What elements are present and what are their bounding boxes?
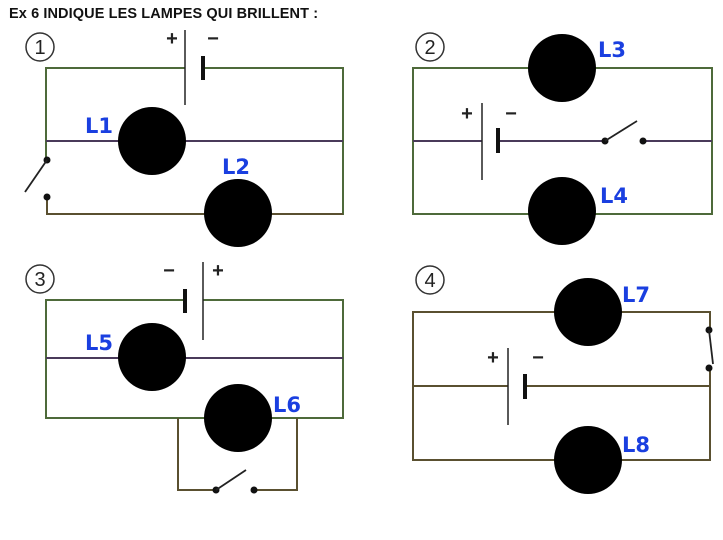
svg-text:2: 2: [424, 37, 435, 59]
circuit-4: 4 L7 + − L8: [412, 265, 714, 494]
svg-text:+: +: [461, 103, 473, 125]
switch-open: [212, 469, 258, 494]
svg-text:−: −: [505, 103, 517, 125]
lamp-label: L2: [222, 155, 250, 179]
lamp-label: L1: [85, 114, 113, 138]
lamp-L6: [204, 384, 272, 452]
circuit-2: 2 L3 + − L4: [412, 32, 713, 245]
lamp-label: L8: [622, 433, 650, 457]
svg-text:+: +: [212, 260, 224, 282]
circuit-number-1: 1: [25, 32, 55, 62]
lamp-L3: [528, 34, 596, 102]
circuit-3: 3 − + L5 L6: [25, 260, 344, 494]
switch-open: [601, 120, 647, 145]
lamp-label: L7: [622, 283, 650, 307]
exercise-title: Ex 6 INDIQUE LES LAMPES QUI BRILLENT :: [9, 6, 319, 22]
circuit-1: 1 + − L1 L2: [24, 28, 344, 247]
svg-text:−: −: [532, 347, 544, 369]
lamp-L4: [528, 177, 596, 245]
lamp-L5: [118, 323, 186, 391]
svg-text:−: −: [163, 260, 175, 282]
svg-text:+: +: [166, 28, 178, 50]
lamp-label: L3: [598, 38, 626, 62]
svg-text:4: 4: [424, 270, 435, 292]
lamp-L8: [554, 426, 622, 494]
lamp-label: L5: [85, 331, 113, 355]
lamp-label: L4: [600, 184, 628, 208]
lamp-L1: [118, 107, 186, 175]
svg-text:3: 3: [34, 269, 45, 291]
circuit-number-4: 4: [415, 265, 445, 295]
svg-text:+: +: [487, 347, 499, 369]
svg-text:−: −: [207, 28, 219, 50]
switch-open: [24, 156, 51, 201]
circuit-number-3: 3: [25, 264, 55, 294]
svg-text:1: 1: [34, 37, 45, 59]
lamp-L7: [554, 278, 622, 346]
circuit-number-2: 2: [415, 32, 445, 62]
lamp-L2: [204, 179, 272, 247]
switch-closed: [705, 326, 714, 372]
lamp-label: L6: [273, 393, 301, 417]
